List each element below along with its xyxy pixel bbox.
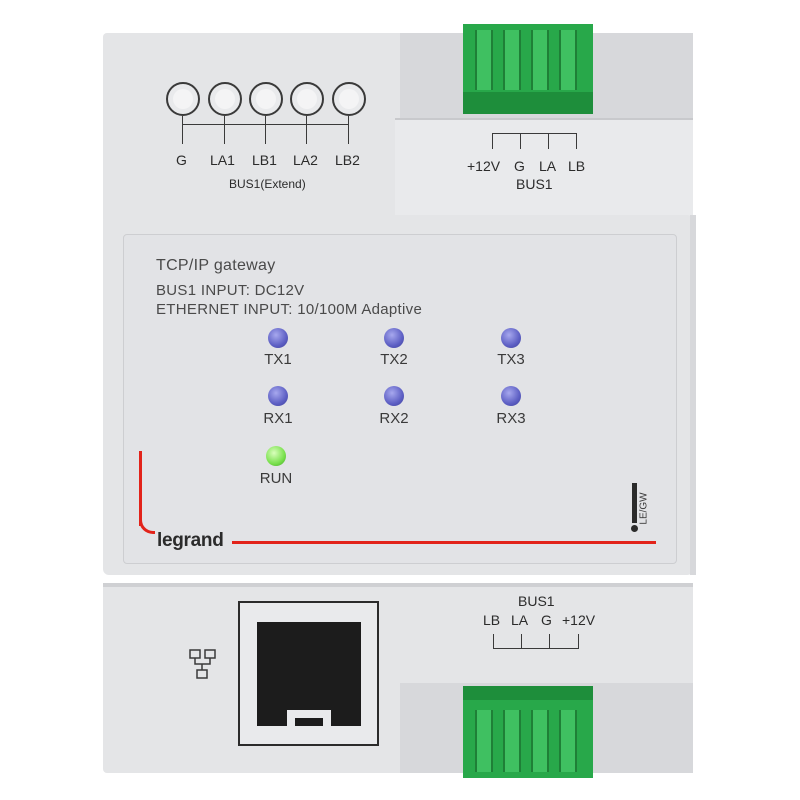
connector-pin (503, 710, 521, 772)
screw-terminal-lb2[interactable] (332, 82, 366, 116)
led-label-rx1: RX1 (263, 410, 293, 427)
pin-mark-line (493, 634, 494, 648)
connector-pin (531, 30, 549, 90)
panel-title: TCP/IP gateway (156, 257, 276, 274)
terminal-label-g: G (176, 152, 187, 168)
screw-terminal-g[interactable] (166, 82, 200, 116)
pin-label-g: G (514, 158, 525, 174)
terminal-label-lb1: LB1 (252, 152, 277, 168)
bus1-label-bottom: BUS1 (518, 593, 555, 609)
connector-pin (531, 710, 549, 772)
led-rx2 (384, 386, 404, 406)
model-code: LE/GW (638, 492, 650, 525)
pin-mark-line (492, 133, 493, 149)
housing-top-right-step (395, 118, 693, 223)
pin-mark-line (549, 634, 550, 648)
bus1-label-top: BUS1 (516, 176, 553, 192)
pin-label-la-bottom: LA (511, 612, 529, 628)
terminal-label-la1: LA1 (210, 152, 235, 168)
rj45-port-icon[interactable] (257, 622, 361, 726)
brand-logo: legrand (157, 530, 224, 551)
housing-middle-right-edge (690, 215, 696, 575)
led-tx3 (501, 328, 521, 348)
pin-label-12v: +12V (467, 158, 501, 174)
led-tx2 (384, 328, 404, 348)
brand-line-curve (139, 518, 155, 534)
bus1-extend-label: BUS1(Extend) (229, 177, 306, 191)
screw-terminal-la1[interactable] (208, 82, 242, 116)
model-mark-bar (632, 483, 637, 523)
model-mark-dot (631, 525, 638, 532)
led-rx3 (501, 386, 521, 406)
screw-terminal-lb1[interactable] (249, 82, 283, 116)
terminal-bus-line (182, 124, 349, 125)
led-label-rx2: RX2 (379, 410, 409, 427)
pin-mark-line (578, 634, 579, 648)
terminal-label-la2: LA2 (293, 152, 318, 168)
pin-mark-bar (493, 648, 579, 649)
connector-pin (559, 710, 577, 772)
pin-mark-line (548, 133, 549, 149)
led-label-tx3: TX3 (497, 351, 525, 368)
pin-label-g-bottom: G (541, 612, 552, 628)
led-tx1 (268, 328, 288, 348)
terminal-lead-line (348, 116, 349, 144)
panel-ethernet-input: ETHERNET INPUT: 10/100M Adaptive (156, 301, 423, 318)
connector-base (463, 92, 593, 114)
rj45-port-notch-inner (295, 718, 323, 726)
led-label-run: RUN (259, 470, 293, 487)
connector-pin (475, 710, 493, 772)
brand-line-vertical (139, 451, 142, 526)
terminal-lead-line (182, 116, 183, 144)
network-icon (189, 649, 216, 679)
pin-mark-line (576, 133, 577, 149)
pin-mark-line (520, 133, 521, 149)
terminal-label-lb2: LB2 (335, 152, 360, 168)
pin-mark-line (521, 634, 522, 648)
panel-bus-input: BUS1 INPUT: DC12V (156, 282, 305, 299)
pin-label-lb-bottom: LB (483, 612, 501, 628)
terminal-lead-line (224, 116, 225, 144)
connector-pin (559, 30, 577, 90)
connector-pin (503, 30, 521, 90)
led-rx1 (268, 386, 288, 406)
pin-label-la: LA (539, 158, 557, 174)
connector-pin (475, 30, 493, 90)
pin-label-lb: LB (568, 158, 586, 174)
screw-terminal-la2[interactable] (290, 82, 324, 116)
led-label-rx3: RX3 (496, 410, 526, 427)
pin-label-12v-bottom: +12V (562, 612, 596, 628)
pin-mark-bar (492, 133, 577, 134)
housing-bottom-divider (103, 583, 693, 587)
terminal-lead-line (306, 116, 307, 144)
terminal-lead-line (265, 116, 266, 144)
brand-line-horizontal (232, 541, 656, 544)
led-label-tx1: TX1 (264, 351, 292, 368)
led-label-tx2: TX2 (380, 351, 408, 368)
led-run (266, 446, 286, 466)
